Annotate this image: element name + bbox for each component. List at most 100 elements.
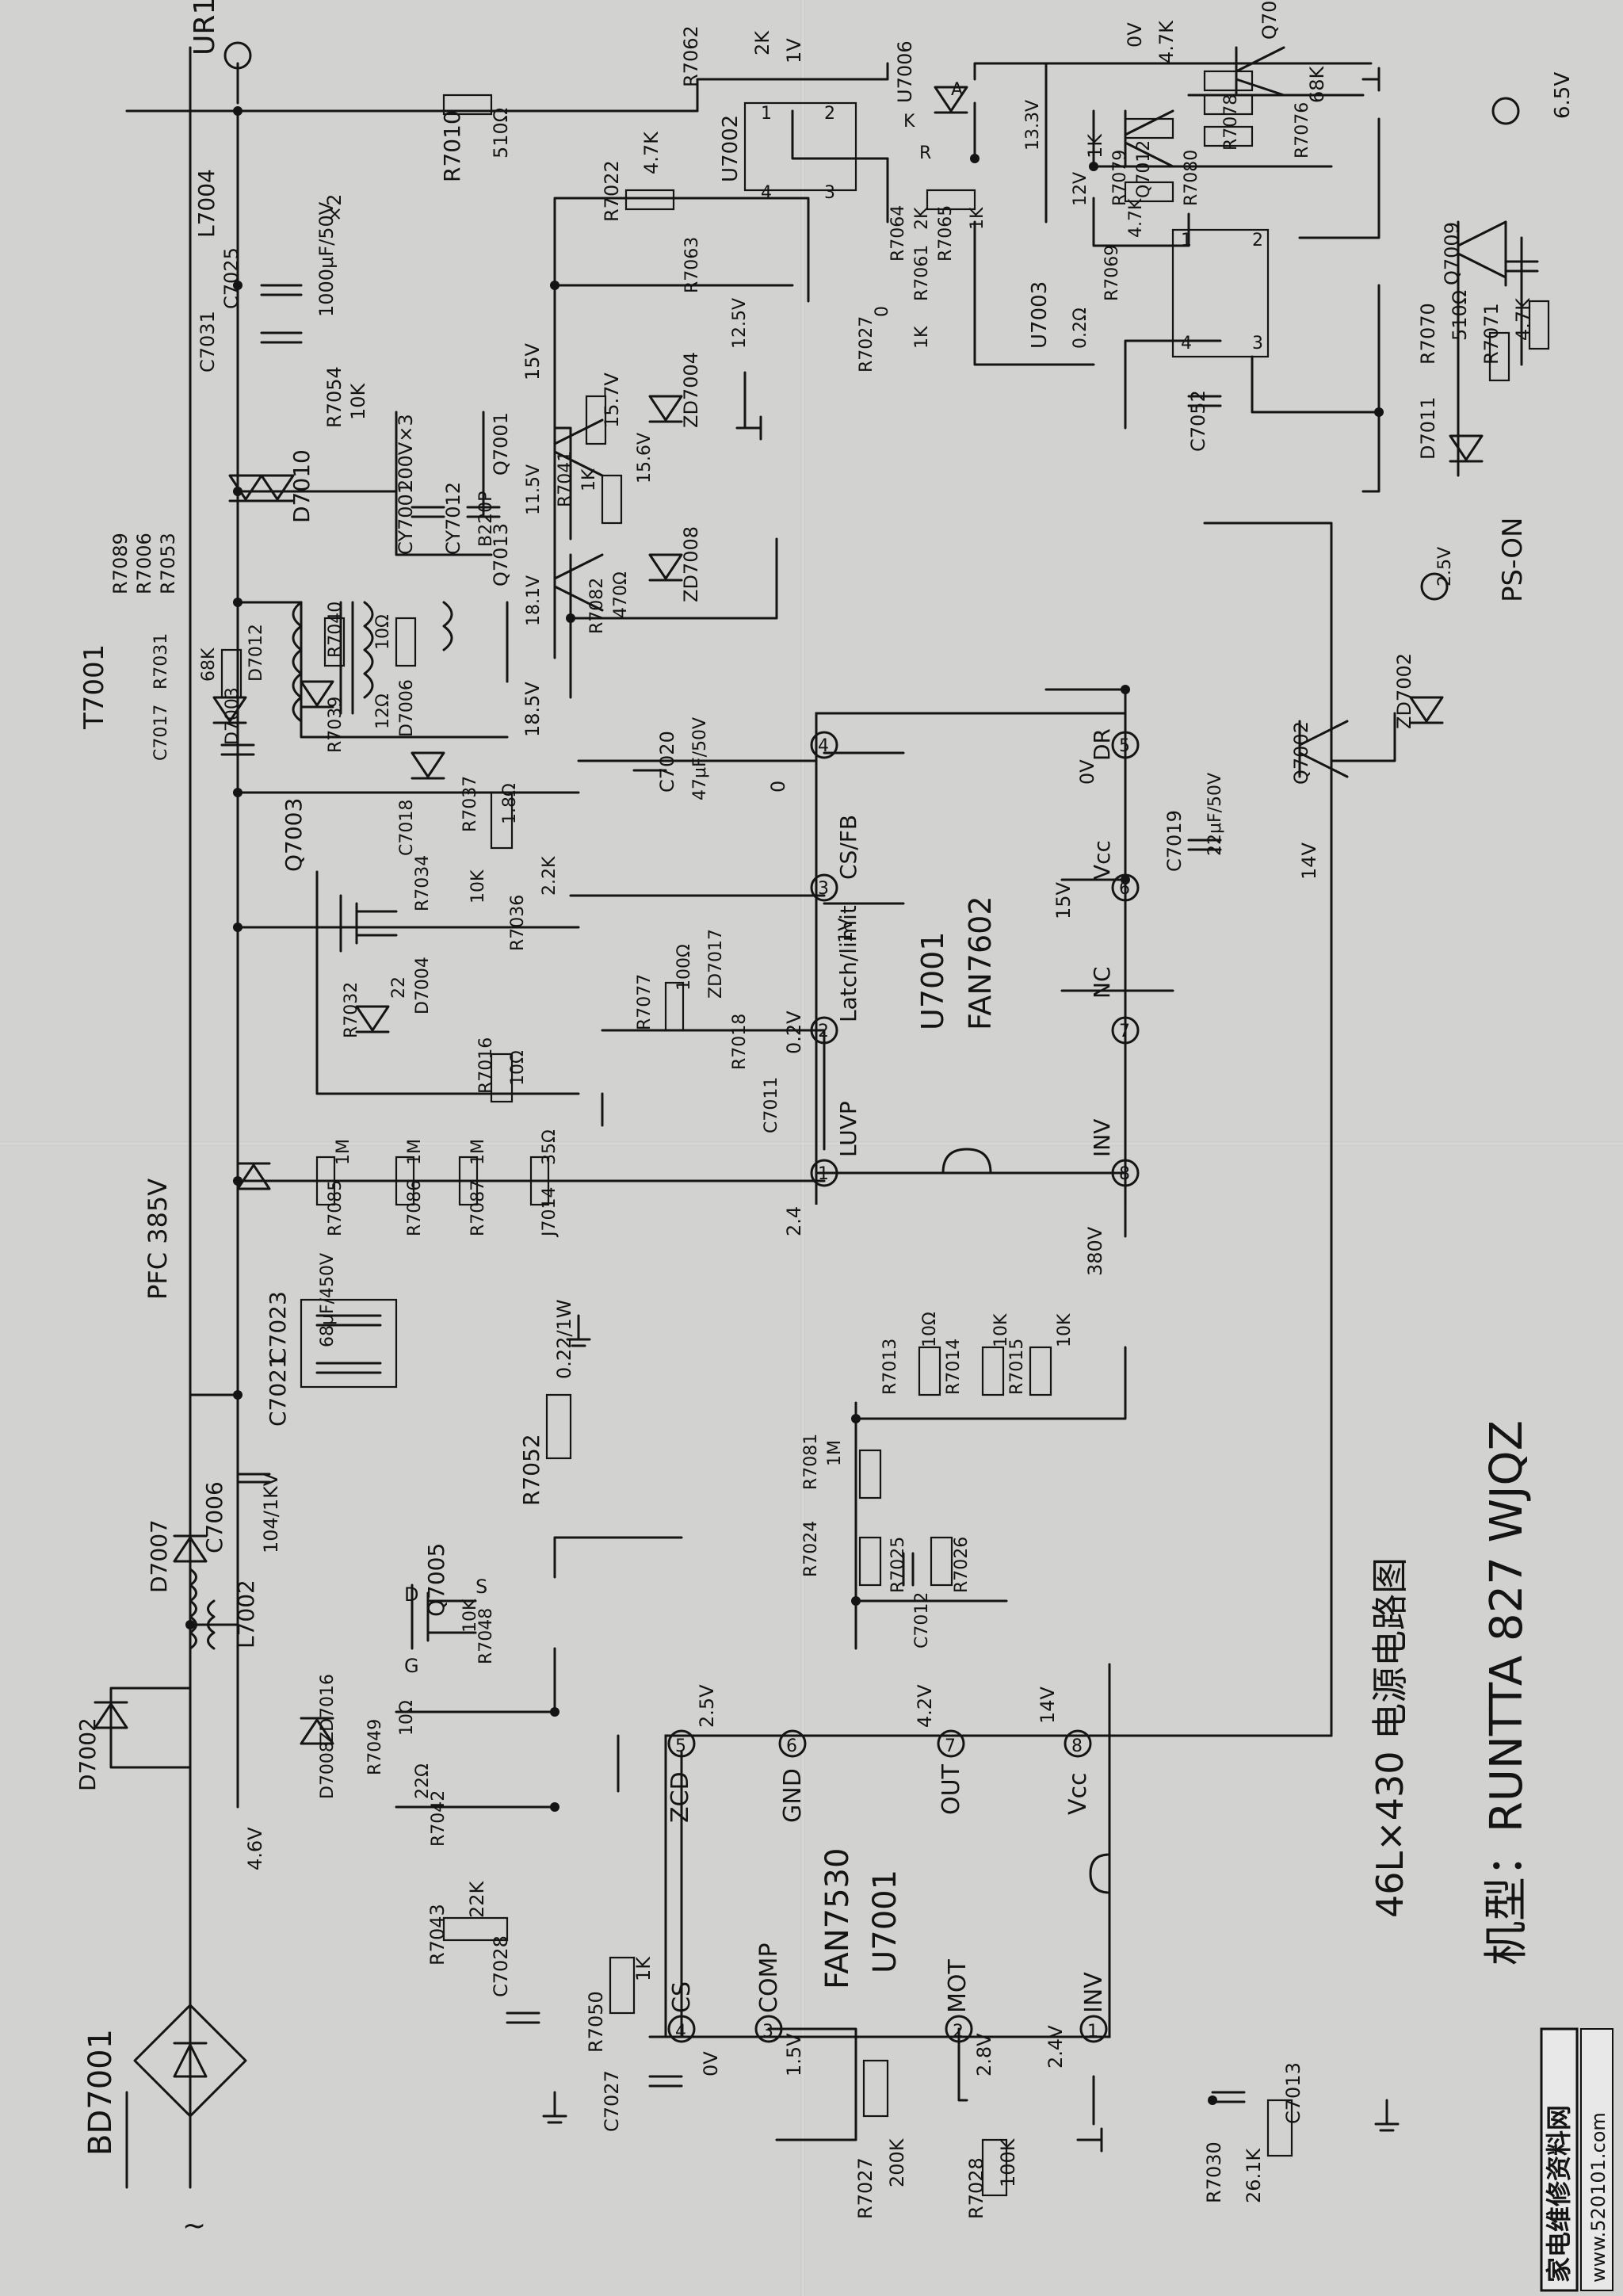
svg-text:1M: 1M bbox=[405, 1139, 425, 1165]
svg-text:GND: GND bbox=[779, 1768, 807, 1823]
svg-text:R7081: R7081 bbox=[801, 1434, 821, 1490]
paper-fold-horizontal bbox=[0, 1141, 1623, 1146]
svg-text:S: S bbox=[475, 1576, 487, 1598]
svg-text:C7025: C7025 bbox=[220, 247, 242, 309]
svg-text:2K: 2K bbox=[751, 30, 773, 55]
opto-a-text: U7002 1V 1 2 3 4 bbox=[719, 38, 835, 203]
svg-text:3: 3 bbox=[824, 183, 835, 203]
svg-text:4.7K: 4.7K bbox=[640, 131, 663, 174]
svg-text:R7026: R7026 bbox=[952, 1537, 972, 1593]
svg-text:22K: 22K bbox=[466, 1880, 488, 1918]
svg-text:1K: 1K bbox=[968, 207, 987, 230]
svg-text:J7014: J7014 bbox=[540, 1187, 559, 1238]
svg-text:C7012: C7012 bbox=[912, 1592, 932, 1648]
svg-text:C7011: C7011 bbox=[762, 1077, 781, 1133]
svg-text:R7050: R7050 bbox=[585, 1991, 607, 2053]
svg-text:Q7010: Q7010 bbox=[1258, 0, 1281, 40]
model-note: 46L×430 电源电路图 bbox=[1369, 1557, 1411, 1918]
svg-text:D: D bbox=[404, 1584, 418, 1606]
svg-text:12Ω: 12Ω bbox=[373, 693, 393, 729]
capacitor-symbols bbox=[220, 260, 1539, 2103]
svg-text:510Ω: 510Ω bbox=[1449, 290, 1471, 341]
svg-text:2: 2 bbox=[953, 2022, 964, 2042]
svg-text:1.5V: 1.5V bbox=[783, 2033, 805, 2076]
svg-text:ZD7002: ZD7002 bbox=[1393, 653, 1415, 729]
svg-text:R7071: R7071 bbox=[1480, 303, 1503, 365]
svg-text:2.4V: 2.4V bbox=[1044, 2025, 1067, 2069]
svg-text:1K: 1K bbox=[912, 326, 932, 349]
svg-text:ZCD: ZCD bbox=[666, 1771, 694, 1823]
svg-text:R7030: R7030 bbox=[1203, 2141, 1225, 2203]
svg-text:R7069: R7069 bbox=[1102, 245, 1122, 301]
svg-text:1: 1 bbox=[818, 1164, 829, 1184]
ic-pwm-text: U7001 FAN7602 bbox=[915, 896, 998, 1031]
svg-text:4.7K: 4.7K bbox=[1512, 297, 1534, 341]
svg-text:R7032: R7032 bbox=[342, 982, 361, 1038]
svg-text:7: 7 bbox=[1119, 1022, 1130, 1041]
svg-text:4: 4 bbox=[675, 2022, 686, 2042]
svg-text:R7043: R7043 bbox=[426, 1904, 449, 1966]
svg-text:200V×3: 200V×3 bbox=[395, 414, 417, 491]
terminal-circles bbox=[223, 41, 1520, 601]
svg-text:1: 1 bbox=[761, 104, 772, 124]
svg-text:68K: 68K bbox=[1306, 65, 1328, 103]
svg-text:R7015: R7015 bbox=[1007, 1339, 1027, 1395]
svg-text:T7001: T7001 bbox=[78, 644, 110, 730]
svg-text:C7023: C7023 bbox=[265, 1291, 291, 1363]
svg-text:6: 6 bbox=[786, 1736, 797, 1756]
svg-text:R7079: R7079 bbox=[1110, 150, 1130, 206]
svg-text:C7027: C7027 bbox=[601, 2070, 623, 2132]
ic-pfc-pin-names: ZCD GND OUT Vcc CS COMP MOT INV bbox=[666, 1763, 1108, 2013]
svg-text:×2: ×2 bbox=[323, 194, 346, 222]
svg-text:R7027: R7027 bbox=[857, 316, 876, 372]
svg-text:4: 4 bbox=[761, 183, 772, 203]
svg-text:D7004: D7004 bbox=[413, 957, 433, 1014]
svg-text:10Ω: 10Ω bbox=[920, 1312, 940, 1347]
svg-text:U7002: U7002 bbox=[719, 115, 743, 182]
svg-text:104/1KV: 104/1KV bbox=[260, 1473, 282, 1553]
svg-text:D7008: D7008 bbox=[318, 1741, 338, 1799]
svg-text:ZD7004: ZD7004 bbox=[680, 352, 702, 428]
svg-text:Q7003: Q7003 bbox=[281, 798, 307, 872]
resistor-symbols bbox=[220, 70, 1550, 2197]
pfc-cap-symbols bbox=[236, 1298, 398, 1484]
svg-text:L7002: L7002 bbox=[233, 1580, 259, 1648]
svg-text:R7086: R7086 bbox=[405, 1180, 425, 1236]
svg-text:NC: NC bbox=[1089, 967, 1115, 999]
svg-text:R7010: R7010 bbox=[439, 110, 465, 182]
svg-text:2.5V: 2.5V bbox=[696, 1684, 718, 1728]
svg-text:R7039: R7039 bbox=[326, 697, 346, 753]
svg-text:R7053: R7053 bbox=[157, 533, 179, 594]
svg-text:15V: 15V bbox=[521, 342, 544, 380]
svg-text:Latch/limit: Latch/limit bbox=[835, 905, 861, 1022]
svg-text:10K: 10K bbox=[468, 869, 488, 904]
svg-text:6: 6 bbox=[1119, 879, 1130, 899]
svg-text:R7036: R7036 bbox=[508, 895, 528, 951]
svg-text:4.7K: 4.7K bbox=[1126, 198, 1146, 238]
svg-text:MOT: MOT bbox=[944, 1959, 972, 2013]
svg-text:C7020: C7020 bbox=[656, 731, 678, 793]
svg-text:CY7001: CY7001 bbox=[395, 482, 417, 555]
transistor-symbols bbox=[339, 46, 1507, 1650]
svg-text:2.4: 2.4 bbox=[783, 1206, 805, 1236]
svg-text:11.5V: 11.5V bbox=[524, 464, 544, 515]
svg-text:INV: INV bbox=[1089, 1119, 1115, 1157]
svg-text:10K: 10K bbox=[460, 1599, 480, 1633]
svg-text:1K: 1K bbox=[632, 1956, 655, 1981]
svg-text:1K: 1K bbox=[579, 468, 599, 491]
svg-text:68μF/450V: 68μF/450V bbox=[318, 1253, 338, 1347]
svg-text:D7002: D7002 bbox=[74, 1717, 101, 1791]
svg-text:18.5V: 18.5V bbox=[521, 682, 544, 737]
svg-text:3: 3 bbox=[1252, 334, 1263, 353]
svg-text:6.5V: 6.5V bbox=[1551, 72, 1575, 119]
svg-text:R7016: R7016 bbox=[476, 1037, 496, 1094]
svg-text:1.8Ω: 1.8Ω bbox=[500, 783, 520, 824]
svg-text:1V: 1V bbox=[783, 38, 805, 63]
svg-text:R7077: R7077 bbox=[635, 974, 655, 1030]
svg-text:7: 7 bbox=[945, 1736, 956, 1756]
svg-text:12.5V: 12.5V bbox=[730, 298, 750, 349]
svg-text:0: 0 bbox=[767, 781, 789, 793]
svg-text:C7017: C7017 bbox=[151, 705, 171, 761]
ic-pfc-voltages: 2.5V 4.2V 14V 0V 1.5V 2.8V 2.4V bbox=[696, 1684, 1067, 2076]
